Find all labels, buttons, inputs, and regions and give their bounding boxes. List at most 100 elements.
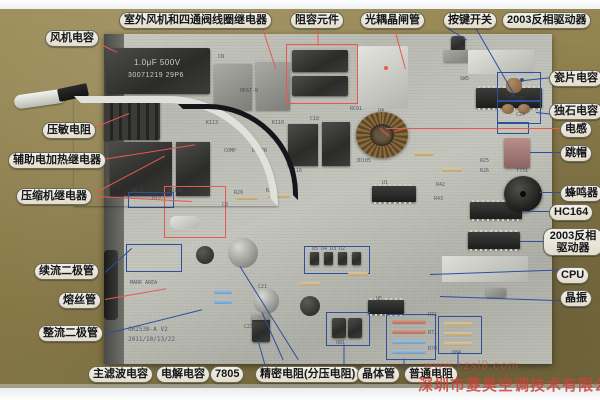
transistor-part-2 [348, 318, 362, 338]
diode-row-highlight-box [304, 246, 370, 274]
center-ic-u5 [368, 298, 404, 316]
label-uln2003-driver-top[interactable]: 2003反相驱动器 [502, 12, 592, 29]
watermark-company: 深圳市菱昊空调技术有限公司 [418, 377, 600, 394]
resistor-scatter-6 [348, 272, 368, 276]
label-key-switch[interactable]: 按键开关 [443, 12, 497, 29]
toroid-inductor [356, 112, 408, 158]
regulator-7805-tab [252, 314, 270, 320]
silk-c24: C24 [516, 112, 526, 118]
label-cpu[interactable]: CPU [556, 267, 590, 284]
resistor-scatter-3 [414, 152, 434, 156]
leader-inductor [386, 128, 562, 129]
common-resistor-2 [444, 332, 472, 336]
resistor-scatter-5 [300, 282, 320, 286]
silk-t731: T731 [516, 168, 529, 174]
label-hc164[interactable]: HC164 [549, 204, 594, 221]
label-buzzer[interactable]: 蜂鸣器 [560, 185, 600, 202]
center-ic-u1 [372, 184, 416, 204]
label-compressor-relay[interactable]: 压缩机继电器 [16, 188, 92, 205]
label-regulator-7805[interactable]: 7805 [210, 366, 245, 383]
label-crystal[interactable]: 晶振 [560, 290, 592, 307]
silk-r43: R43 [434, 196, 444, 202]
silk-u1: U1 [382, 180, 389, 186]
key-switch-base [444, 50, 472, 62]
silk-k116: K116 [290, 168, 303, 174]
label-main-filter-capacitor[interactable]: 主滤波电容 [88, 366, 153, 383]
watermark-url: www.szsl8.com [424, 358, 520, 372]
label-rc-snubber[interactable]: 阻容元件 [290, 12, 344, 29]
fuse-tube-part [170, 216, 200, 229]
label-jumper-cap[interactable]: 跳帽 [560, 145, 592, 162]
monolithic-capacitor-part-2 [518, 104, 530, 114]
label-ceramic-capacitor[interactable]: 瓷片电容 [549, 70, 600, 87]
electrolytic-capacitor-part [228, 238, 258, 268]
silk-r42: R42 [436, 182, 446, 188]
silk-c28: C28 [506, 94, 516, 100]
silk-q84: Q84 [452, 350, 461, 356]
label-electrolytic-capacitor[interactable]: 电解电容 [156, 366, 210, 383]
silk-r25: R25 [480, 158, 490, 164]
buzzer-part [504, 176, 542, 212]
silk-r72: R72 [428, 312, 438, 318]
label-inductor[interactable]: 电感 [560, 121, 592, 138]
electrolytic-capacitor-part-2 [300, 296, 320, 316]
leader-buzzer [540, 192, 562, 193]
label-monolithic-capacitor[interactable]: 独石电容 [549, 103, 600, 120]
left-group-highlight-box [126, 244, 182, 272]
capacitor-value-text: 1.0μF 500V [134, 58, 181, 67]
label-rectifier-diode[interactable]: 整流二极管 [38, 325, 103, 342]
regulator-7805-part [252, 318, 270, 342]
precision-resistor-2 [392, 330, 426, 334]
label-common-resistor[interactable]: 普通电阻 [404, 366, 458, 383]
outdoor-fan-relay-2 [256, 62, 290, 110]
label-varistor[interactable]: 压敏电阻 [42, 122, 96, 139]
rectifier-diode-1 [310, 252, 319, 265]
uln2003-right-ic [468, 230, 520, 251]
silk-heat-n: HEAT-N [240, 88, 259, 94]
transistor-highlight-box [326, 312, 370, 346]
precision-resistor-4 [392, 350, 426, 354]
leader-hc164 [522, 211, 560, 212]
silk-r70: R70 [428, 346, 438, 352]
leader-dot-opto-triac [384, 66, 388, 70]
silk-q81: Q81 [336, 340, 346, 346]
silk-c18: C18 [310, 116, 320, 122]
label-outdoor-fan-4way-relay[interactable]: 室外风机和四通阀线圈继电器 [119, 12, 272, 29]
label-precision-resistor[interactable]: 精密电阻(分压电阻) [255, 366, 361, 383]
label-uln2003-driver-right[interactable]: 2003反相驱动器 [543, 228, 600, 256]
label-fuse-tube[interactable]: 熔丝管 [58, 292, 101, 309]
leader-uln2003-right [520, 241, 558, 242]
rc-snubber-2 [292, 76, 348, 96]
jumper-cap-part [504, 138, 530, 168]
silk-mark-area: MARK AREA [130, 280, 158, 286]
rc-snubber-highlight-box [286, 44, 358, 104]
label-opto-triac[interactable]: 光耦晶闸管 [360, 12, 425, 29]
silk-board-date: 2011/10/13/22 [128, 336, 175, 343]
silk-c21: C21 [258, 284, 268, 290]
label-transistor[interactable]: 晶体管 [357, 366, 400, 383]
crystal-part [486, 288, 506, 297]
rectifier-diode-3 [338, 252, 347, 265]
common-resistor-highlight-box [438, 316, 482, 354]
leader-precision-resistor [403, 358, 405, 371]
silk-c27: C27 [516, 96, 526, 102]
leader-transistor [343, 344, 345, 365]
silk-u4: U4 [378, 108, 385, 114]
monolithic-capacitor-part-1 [502, 104, 514, 114]
resistor-scatter-4 [442, 168, 462, 172]
resistor-scatter-8 [214, 300, 232, 304]
precision-resistor-1 [392, 320, 426, 324]
silk-r26: R26 [480, 168, 490, 174]
relay-block-3 [288, 124, 318, 166]
rc-snubber-1 [292, 50, 348, 72]
ceramic-cap-highlight-box [497, 72, 541, 102]
label-fan-capacitor[interactable]: 风机电容 [45, 30, 99, 47]
label-aux-heater-relay[interactable]: 辅助电加热继电器 [8, 152, 106, 169]
precision-resistor-3 [392, 340, 426, 344]
leader-jumper-cap [530, 152, 560, 153]
top-white-strip [0, 0, 600, 9]
silk-jd105: JD105 [356, 158, 372, 164]
silk-rc01: RC01 [350, 106, 363, 112]
label-freewheel-diode[interactable]: 续流二极管 [34, 263, 99, 280]
